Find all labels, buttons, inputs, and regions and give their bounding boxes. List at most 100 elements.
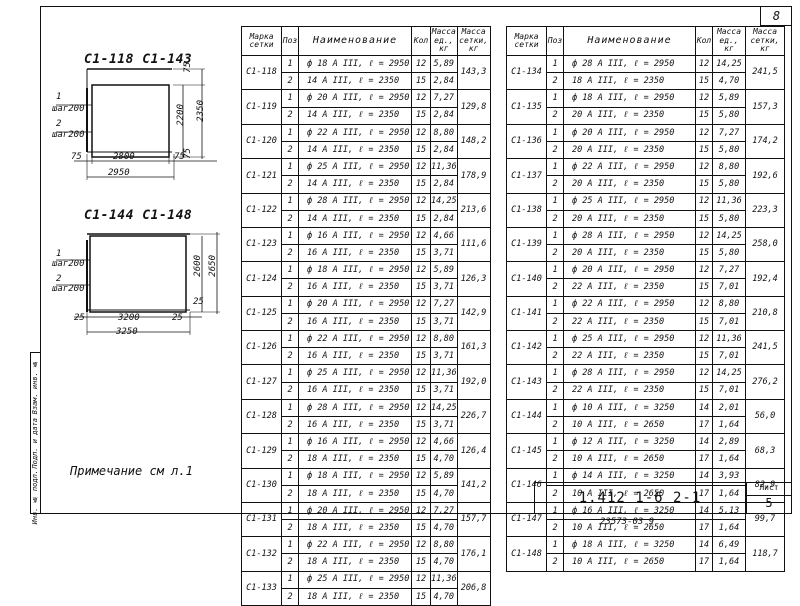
unit-mass: 3,71: [430, 244, 458, 263]
unit-mass: 14,25: [712, 54, 746, 74]
strip-label-replace: Взам. инв. №: [31, 360, 39, 415]
unit-mass: 7,27: [430, 295, 458, 314]
unit-mass: 8,80: [712, 158, 746, 177]
rebar-quantity: 15: [411, 72, 431, 91]
rebar-quantity: 12: [695, 364, 713, 383]
mesh-mass: 142,9: [456, 295, 491, 332]
drawing1-dim-left-end: 75: [71, 152, 82, 162]
header-qty: Кол: [695, 26, 713, 56]
unit-mass: 4,70: [430, 587, 458, 606]
drawing1-rod2-num: 2: [56, 119, 62, 129]
header-mesh-mass: Масса сетки, кг: [456, 26, 491, 56]
rebar-description: 14 А III, ℓ = 2350: [298, 106, 412, 125]
rebar-quantity: 12: [695, 192, 713, 211]
mesh-mass: 118,7: [745, 536, 785, 572]
rebar-description: 20 А III, ℓ = 2350: [563, 209, 696, 228]
drawing2-mesh-sketch: [56, 232, 220, 335]
rebar-description: ф 18 А III, ℓ = 2950: [563, 89, 696, 108]
unit-mass: 3,71: [430, 415, 458, 435]
unit-mass: 2,84: [430, 106, 458, 125]
unit-mass: 14,25: [712, 226, 746, 246]
unit-mass: 7,01: [712, 347, 746, 366]
rebar-description: 18 А III, ℓ = 2350: [298, 519, 412, 538]
rebar-description: 16 А III, ℓ = 2350: [298, 244, 412, 263]
unit-mass: 14,25: [712, 364, 746, 383]
rebar-quantity: 15: [411, 209, 431, 228]
title-block-divider: [746, 482, 747, 514]
rebar-description: 14 А III, ℓ = 2350: [298, 72, 412, 91]
rebar-quantity: 15: [411, 140, 431, 160]
rebar-quantity: 15: [695, 175, 713, 194]
rebar-quantity: 12: [411, 398, 431, 417]
rebar-description: ф 28 А III, ℓ = 2950: [298, 398, 412, 417]
rebar-quantity: 15: [411, 381, 431, 400]
header-pos: Поз: [546, 26, 564, 56]
mesh-mass: 56,0: [745, 398, 785, 435]
position-number: 2: [281, 519, 299, 538]
drawing1-dim-height-out: 2350: [196, 100, 206, 122]
rebar-description: ф 25 А III, ℓ = 2950: [563, 329, 696, 349]
mesh-mark: С1-122: [241, 192, 282, 228]
mesh-mass: 213,6: [456, 192, 491, 228]
rebar-quantity: 15: [695, 347, 713, 366]
mesh-mark: С1-120: [241, 123, 282, 160]
rebar-quantity: 15: [695, 278, 713, 297]
rebar-quantity: 15: [411, 106, 431, 125]
mesh-mass: 68,3: [745, 433, 785, 469]
unit-mass: 1,64: [712, 415, 746, 435]
rebar-description: ф 28 А III, ℓ = 2950: [298, 192, 412, 211]
mesh-mass: 276,2: [745, 364, 785, 400]
rebar-quantity: 12: [695, 54, 713, 74]
strip-label-sign: Подп. и дата: [31, 418, 39, 469]
rebar-quantity: 12: [411, 295, 431, 314]
rebar-quantity: 14: [695, 398, 713, 417]
rebar-description: ф 22 А III, ℓ = 2950: [298, 123, 412, 142]
position-number: 2: [281, 450, 299, 469]
unit-mass: 2,89: [712, 433, 746, 452]
drawing2-dim-top-end: 25: [193, 297, 204, 307]
drawing1-dim-overall: 2950: [108, 168, 130, 178]
position-number: 2: [281, 209, 299, 228]
unit-mass: 8,80: [430, 536, 458, 555]
mesh-mark: С1-119: [241, 89, 282, 125]
drawing1-dim-height-in: 2200: [176, 104, 186, 126]
position-number: 1: [281, 226, 299, 246]
rebar-quantity: 15: [411, 175, 431, 194]
rebar-description: 18 А III, ℓ = 2350: [298, 450, 412, 469]
unit-mass: 4,70: [430, 519, 458, 538]
mesh-mass: 157,3: [745, 89, 785, 125]
rebar-description: 20 А III, ℓ = 2350: [563, 106, 696, 125]
rebar-description: 14 А III, ℓ = 2350: [298, 175, 412, 194]
mesh-mark: С1-124: [241, 261, 282, 297]
mesh-mark: С1-121: [241, 158, 282, 194]
rebar-quantity: 17: [695, 553, 713, 572]
rebar-description: 22 А III, ℓ = 2350: [563, 312, 696, 332]
unit-mass: 4,70: [430, 553, 458, 572]
title-block-hline: [746, 495, 792, 496]
drawing2-dim-height-out: 2650: [208, 255, 218, 277]
drawing1-rod1-num: 1: [56, 92, 62, 102]
mesh-mark: С1-137: [506, 158, 547, 194]
drawing2-rod2-step: шаг200: [52, 284, 85, 294]
position-number: 1: [281, 192, 299, 211]
rebar-quantity: 15: [695, 209, 713, 228]
mesh-mass: 176,1: [456, 536, 491, 572]
rebar-quantity: 17: [695, 415, 713, 435]
rebar-quantity: 17: [695, 450, 713, 469]
rebar-description: 10 А III, ℓ = 2650: [563, 415, 696, 435]
rebar-description: ф 20 А III, ℓ = 2950: [298, 89, 412, 108]
header-mark: Марка сетки: [506, 26, 547, 56]
unit-mass: 3,71: [430, 278, 458, 297]
mesh-mark: С1-138: [506, 192, 547, 228]
position-number: 1: [546, 433, 564, 452]
position-number: 2: [281, 278, 299, 297]
